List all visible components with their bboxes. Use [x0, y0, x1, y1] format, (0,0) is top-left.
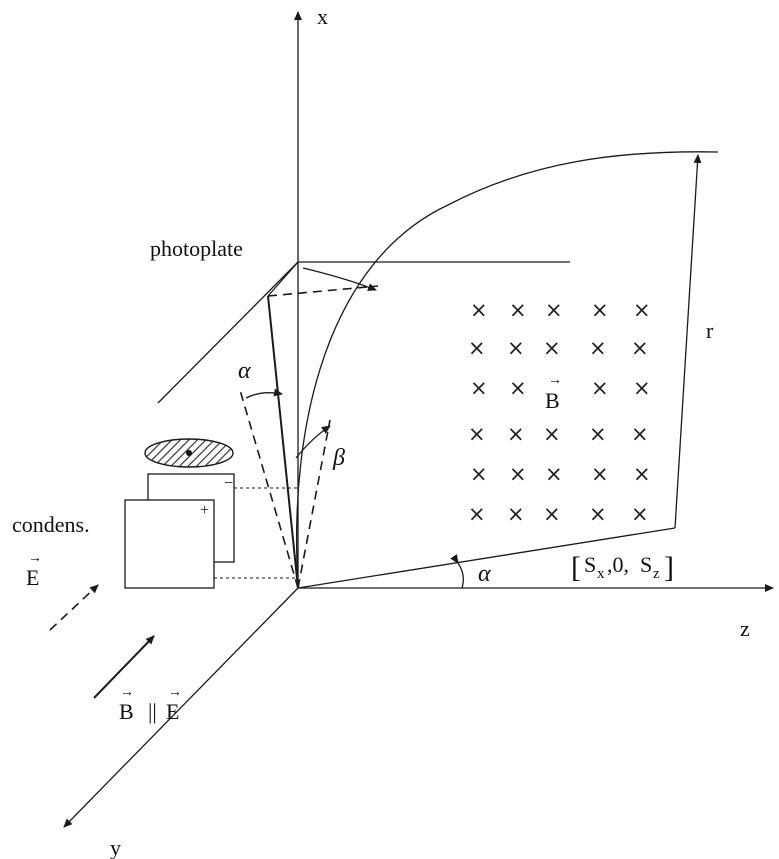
dashed-projection-left — [239, 389, 299, 589]
b-parallel-left: B — [119, 699, 134, 724]
alpha-angle-arc — [450, 554, 464, 589]
field-cross-5-3: × — [589, 502, 607, 526]
field-cross-0-0: × — [470, 298, 488, 322]
plate-angle-arc — [302, 267, 377, 291]
b-vector-arrow-mark-right: → — [168, 685, 182, 700]
s-z-subscript: z — [653, 566, 660, 582]
field-cross-0-2: × — [545, 298, 563, 322]
e-vector-arrow-mark: → — [28, 551, 42, 566]
b-parallel-right: E — [166, 699, 179, 724]
b-inner-arrow-mark: → — [548, 373, 562, 388]
s-x-letter: S — [584, 552, 596, 577]
b-inner-label: B — [545, 388, 560, 413]
field-cross-1-3: × — [589, 336, 607, 360]
field-cross-4-2: × — [545, 462, 563, 486]
b-vector-arrow-mark-left: → — [120, 685, 134, 700]
alpha-angle-arc-top — [245, 388, 283, 399]
s-x-subscript: x — [597, 566, 605, 582]
field-cross-2-3: × — [591, 376, 609, 400]
plus-sign: + — [200, 502, 209, 519]
condens-label: condens. — [12, 512, 90, 537]
field-cross-4-1: × — [509, 462, 527, 486]
e-vector-label: E — [26, 565, 39, 590]
field-cross-4-4: × — [633, 462, 651, 486]
field-cross-5-1: × — [507, 502, 525, 526]
alpha-label-top: α — [238, 358, 251, 384]
plate-dashed-top — [267, 285, 379, 297]
dashed-projection-right — [297, 419, 331, 589]
s-open-bracket: [ — [571, 551, 581, 584]
plane-bottom-edge — [297, 527, 676, 589]
beta-angle-arc — [295, 425, 331, 459]
field-cross-4-3: × — [591, 462, 609, 486]
field-cross-4-0: × — [470, 462, 488, 486]
alpha-label-bottom: α — [478, 561, 491, 587]
field-cross-3-0: × — [468, 422, 486, 446]
field-cross-0-1: × — [509, 298, 527, 322]
field-cross-2-0: × — [470, 376, 488, 400]
y-axis — [63, 587, 299, 828]
y-axis-label: y — [110, 835, 121, 859]
b-field-arrow — [93, 635, 155, 699]
field-cross-0-3: × — [591, 298, 609, 322]
field-cross-3-4: × — [631, 422, 649, 446]
field-cross-1-0: × — [468, 336, 486, 360]
beta-label: β — [332, 445, 345, 471]
s-close-bracket: ] — [664, 551, 674, 584]
field-cross-5-2: × — [543, 502, 561, 526]
s-mid: ,0, — [607, 552, 629, 577]
field-cross-5-4: × — [631, 502, 649, 526]
field-cross-1-2: × — [543, 336, 561, 360]
field-cross-2-4: × — [633, 376, 651, 400]
z-axis-label: z — [740, 616, 750, 641]
ion-source-hole — [186, 450, 192, 456]
x-axis-label: x — [317, 4, 328, 29]
plate-link — [267, 261, 299, 297]
field-cross-3-1: × — [507, 422, 525, 446]
field-cross-3-3: × — [589, 422, 607, 446]
field-cross-5-0: × — [468, 502, 486, 526]
point-s-label: [ S x ,0, S z ] — [571, 551, 674, 584]
minus-sign: − — [224, 475, 233, 492]
field-cross-0-4: × — [633, 298, 651, 322]
r-label: r — [706, 318, 714, 343]
field-cross-2-1: × — [509, 376, 527, 400]
deflection-line — [267, 295, 299, 589]
photoplate-label: photoplate — [150, 236, 243, 261]
condenser-front-plate — [124, 499, 215, 589]
e-field-arrow — [49, 584, 99, 631]
magnetic-field-grid: × × × × × × × × × × × × × × × × × × × × × × × × × × × × × — [468, 298, 651, 526]
s-z-letter: S — [640, 552, 652, 577]
photoplate-edge — [157, 261, 299, 404]
field-cross-1-4: × — [631, 336, 649, 360]
b-parallel-sep: || — [148, 699, 157, 724]
r-vector — [674, 154, 702, 529]
field-cross-3-2: × — [543, 422, 561, 446]
field-cross-1-1: × — [507, 336, 525, 360]
